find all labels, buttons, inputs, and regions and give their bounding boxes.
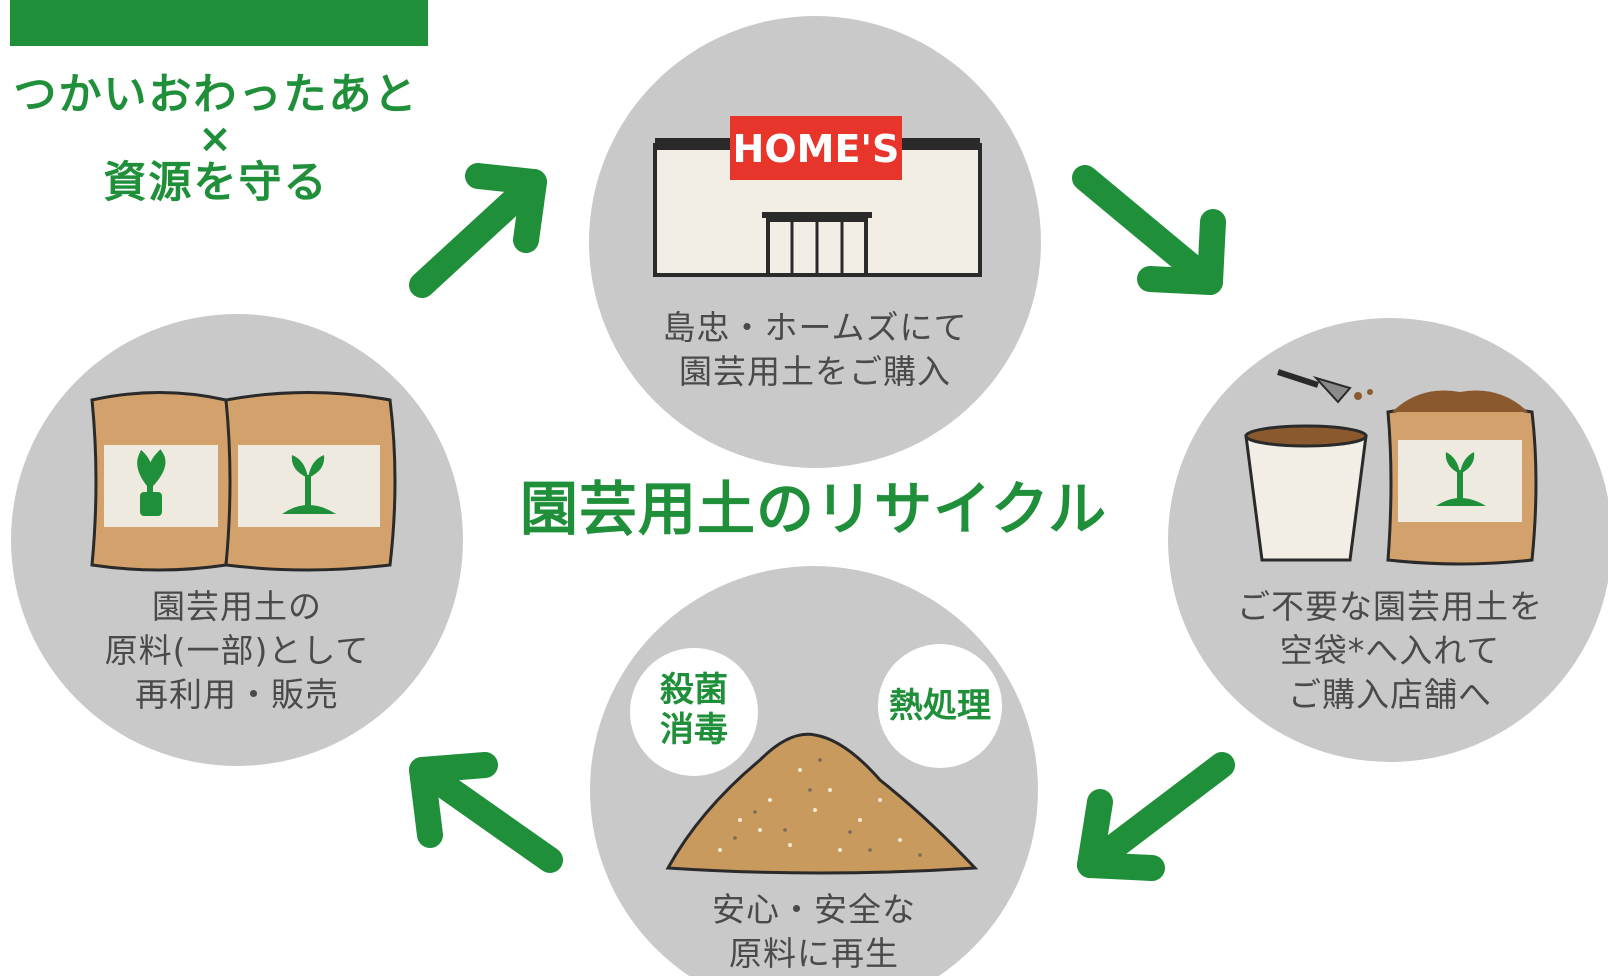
store-icon (653, 116, 982, 277)
step-reuse-line1: 園芸用土の (152, 587, 322, 626)
step-regen-line1: 安心・安全な (712, 890, 916, 929)
step-purchase-line2: 園芸用土をご購入 (679, 352, 951, 391)
soil-pile-icon (665, 732, 979, 875)
step-label-purchase: 島忠・ホームズにて 園芸用土をご購入 (615, 306, 1015, 394)
store-sign-text: HOME'S (733, 127, 900, 171)
arrow-icon-top-left (409, 163, 547, 298)
step-label-regen: 安心・安全な 原料に再生 (614, 888, 1014, 976)
step-return-line2: 空袋*へ入れて (1279, 631, 1501, 670)
arrow-icon-bottom-left (409, 752, 563, 873)
sterilize-badge (630, 648, 758, 776)
step-purchase-line1: 島忠・ホームズにて (662, 308, 968, 347)
sterilize-line2: 消毒 (660, 710, 728, 750)
heat-badge-text: 熱処理 (889, 686, 991, 726)
step-reuse-line2: 原料(一部)として (104, 631, 370, 670)
sterilize-line1: 殺菌 (660, 670, 728, 710)
header-banner (10, 0, 428, 46)
tagline-line2: × (198, 116, 234, 162)
step-label-reuse: 園芸用土の 原料(一部)として 再利用・販売 (37, 585, 437, 717)
arrow-icon (409, 163, 1235, 881)
step-regen-line2: 原料に再生 (729, 934, 899, 973)
heat-badge (878, 644, 1002, 768)
sterilize-badge-text: 殺菌 消毒 (634, 670, 754, 750)
soil-bags-icon (90, 391, 397, 572)
step-reuse-line3: 再利用・販売 (135, 675, 339, 714)
tagline-line1: つかいおわったあと (13, 70, 419, 120)
pot-and-bag-icon (1244, 369, 1538, 566)
step-label-return: ご不要な園芸用土を 空袋*へ入れて ご購入店舗へ (1190, 585, 1590, 717)
center-title: 園芸用土のリサイクル (520, 475, 1108, 543)
tagline-line3: 資源を守る (103, 158, 329, 208)
step-return-line1: ご不要な園芸用土を (1237, 587, 1543, 626)
step-return-line3: ご購入店舗へ (1288, 675, 1492, 714)
arrow-icon-bottom-right (1077, 752, 1235, 881)
arrow-icon-top-right (1072, 165, 1226, 295)
tagline: つかいおわったあと × 資源を守る (6, 70, 426, 208)
